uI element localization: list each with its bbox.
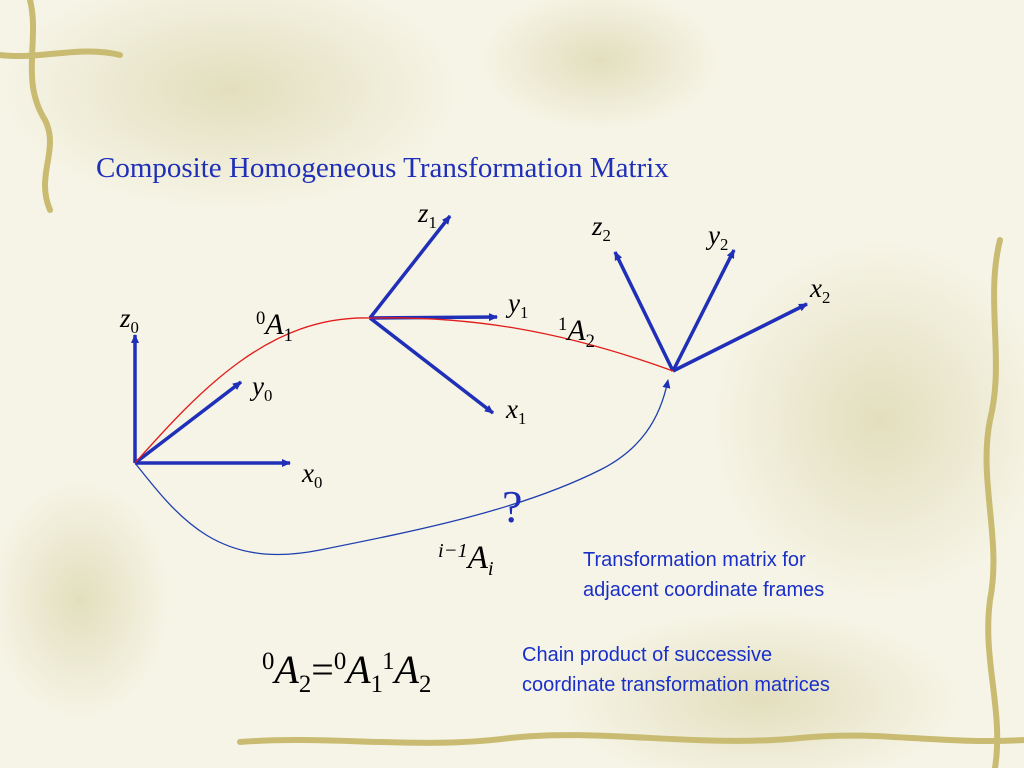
chain-equation: 0A2=0A11A2 bbox=[262, 647, 432, 698]
label-z1: z1 bbox=[418, 198, 437, 232]
label-x2: x2 bbox=[810, 273, 831, 307]
question-mark: ? bbox=[502, 481, 523, 532]
note-chain-product: Chain product of successive coordinate t… bbox=[522, 644, 830, 696]
slide-title: Composite Homogeneous Transformation Mat… bbox=[96, 152, 669, 184]
label-y0: y0 bbox=[252, 371, 273, 405]
label-y2: y2 bbox=[708, 220, 729, 254]
label-x1: x1 bbox=[506, 394, 527, 428]
label-0A1: 0A1 bbox=[256, 307, 293, 346]
note-adjacent-frames: Transformation matrix for adjacent coord… bbox=[583, 549, 825, 601]
label-x0: x0 bbox=[302, 458, 323, 492]
frame1-x-axis bbox=[368, 316, 495, 415]
frame2-axes bbox=[613, 249, 808, 373]
composite-path-blue bbox=[134, 379, 671, 555]
frame2-x-axis bbox=[672, 302, 808, 373]
label-general-transform: i−1Ai bbox=[438, 539, 494, 581]
frame0-y-axis bbox=[133, 380, 243, 465]
frame2-y-axis bbox=[671, 249, 736, 372]
frame0-axes bbox=[131, 334, 291, 467]
label-y1: y1 bbox=[508, 288, 529, 322]
frame1-z-axis bbox=[368, 214, 452, 320]
frame1-axes bbox=[368, 214, 498, 415]
frame2-z-axis bbox=[613, 251, 675, 372]
label-z0: z0 bbox=[120, 303, 139, 337]
transform-path-red bbox=[134, 317, 674, 464]
label-1A2: 1A2 bbox=[558, 313, 595, 352]
label-z2: z2 bbox=[592, 211, 611, 245]
